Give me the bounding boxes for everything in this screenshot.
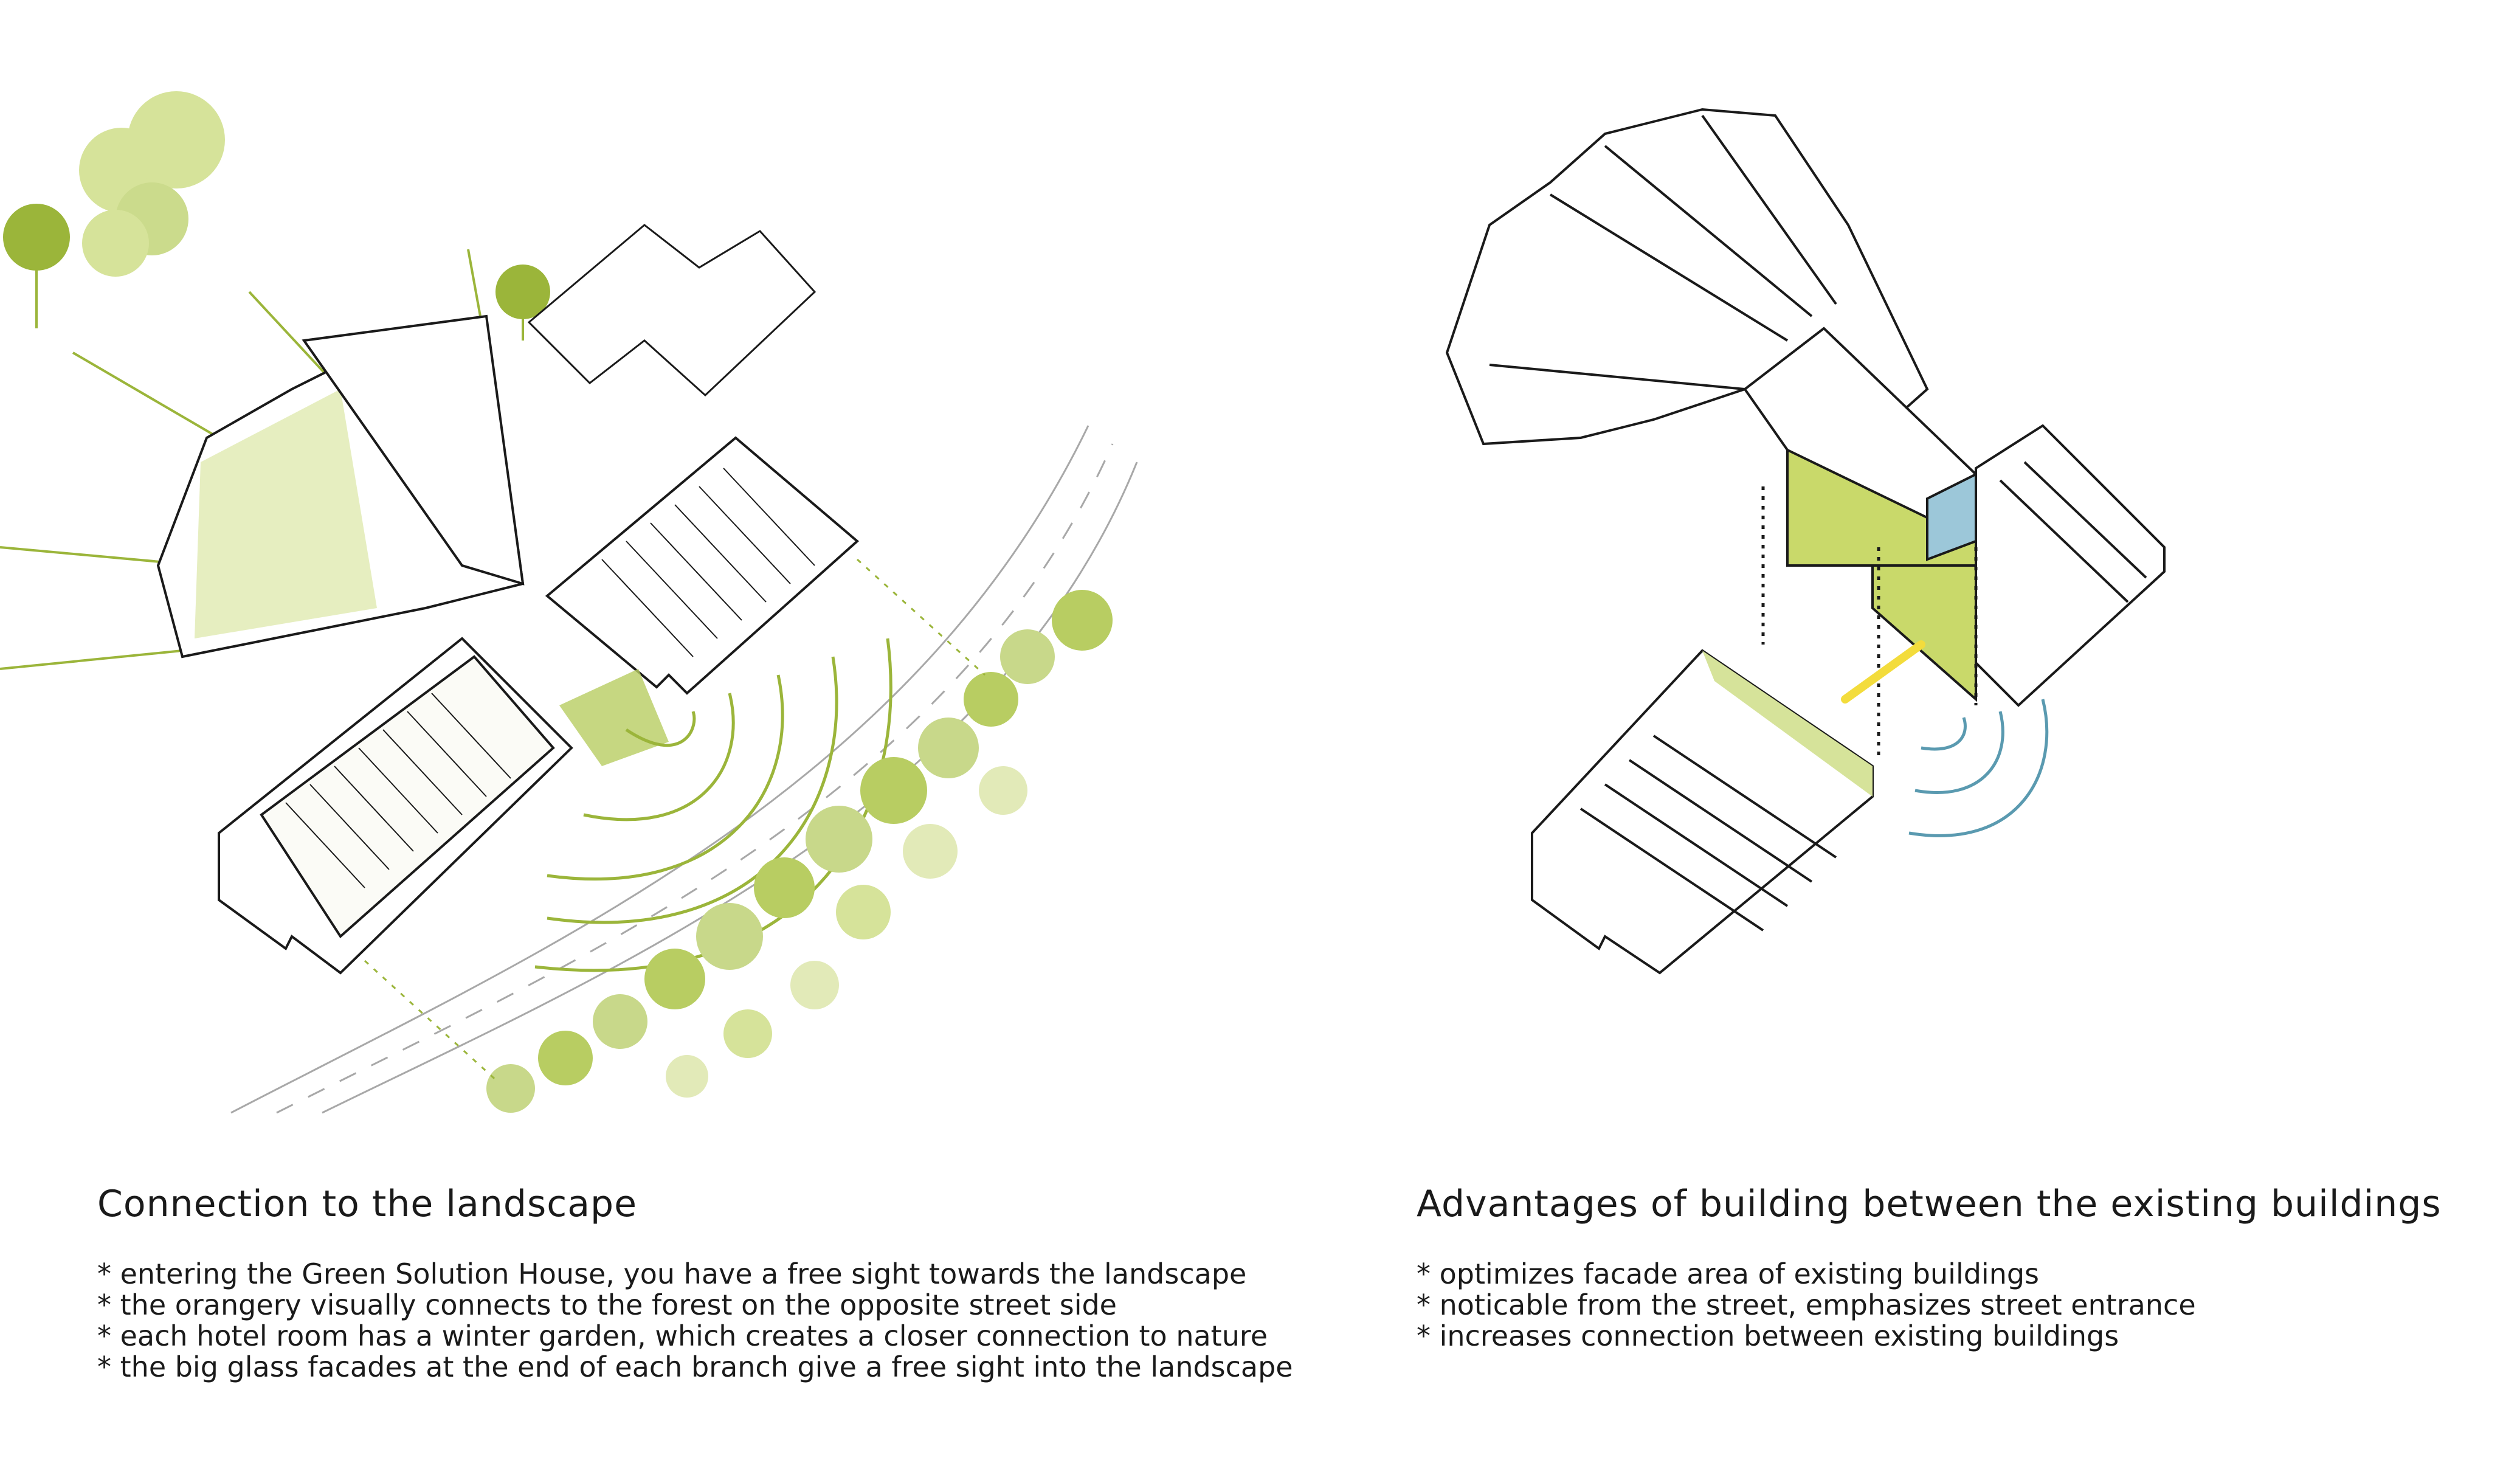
existing-building-right <box>1975 424 2166 707</box>
left-bullet-list: * entering the Green Solution House, you… <box>97 1259 1293 1383</box>
right-panel: Advantages of building between the exist… <box>1398 0 2520 1463</box>
forest-icon <box>486 590 1113 1113</box>
left-panel: Connection to the landscape * entering t… <box>0 91 1293 1383</box>
list-item: * each hotel room has a winter garden, w… <box>97 1319 1268 1352</box>
signal-arc-icon <box>1908 699 2049 837</box>
list-item: * optimizes facade area of existing buil… <box>1417 1257 2040 1290</box>
signal-arc-icon <box>534 638 892 972</box>
hotel-wing-lower-ribs <box>285 693 511 888</box>
orangery <box>156 314 525 659</box>
hotel-wing-upper <box>545 436 860 695</box>
connection-link <box>1841 640 1925 704</box>
right-bullet-list: * optimizes facade area of existing buil… <box>1417 1259 2442 1352</box>
alignment-lines <box>1761 486 1978 760</box>
connecting-wing <box>1743 327 1977 567</box>
left-title: Connection to the landscape <box>97 1183 637 1225</box>
list-item: * noticable from the street, emphasizes … <box>1417 1288 2196 1321</box>
list-item: * entering the Green Solution House, you… <box>97 1257 1247 1290</box>
road-edge-outer <box>230 425 1089 1114</box>
lower-connector <box>1871 564 1977 702</box>
between-buildings-diagram <box>1445 108 2166 975</box>
hotel-wing-upper-ribs <box>601 468 815 657</box>
list-item: * increases connection between existing … <box>1417 1319 2119 1352</box>
list-item: * the orangery visually connects to the … <box>97 1288 1117 1321</box>
left-caption: Connection to the landscape * entering t… <box>97 1183 1293 1383</box>
tree-icon <box>3 91 550 341</box>
landscape-connection-diagram <box>0 91 1138 1114</box>
road-centerline <box>276 443 1114 1114</box>
existing-building-left <box>1531 649 1874 975</box>
list-item: * the big glass facades at the end of ea… <box>97 1351 1293 1383</box>
dotted-sightline <box>364 558 986 1084</box>
entrance-orangery-zone <box>559 669 669 766</box>
existing-building-small <box>527 224 816 397</box>
hotel-wing-lower <box>218 637 573 975</box>
right-title: Advantages of building between the exist… <box>1417 1183 2442 1225</box>
right-caption: Advantages of building between the exist… <box>1417 1183 2442 1352</box>
